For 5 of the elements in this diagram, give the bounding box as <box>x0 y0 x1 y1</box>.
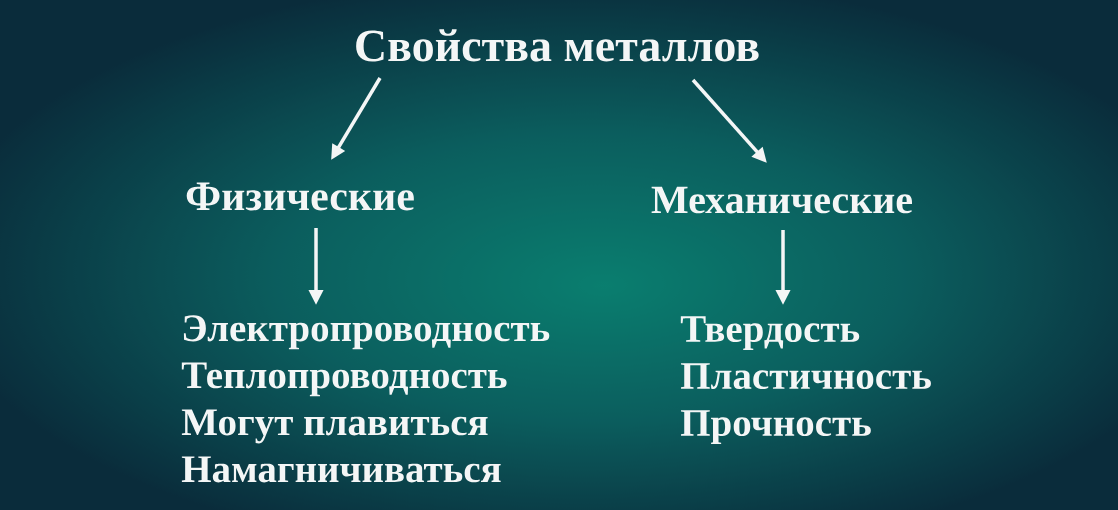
property-list: Электропроводность Теплопроводность Могут плавиться Намагничиваться <box>181 315 550 483</box>
property-list: Твердость Пластичность Прочность <box>680 316 931 444</box>
heading: Свойства металлов <box>356 29 759 62</box>
category-heading: Механические <box>651 186 912 214</box>
category-heading: Физические <box>186 182 414 211</box>
